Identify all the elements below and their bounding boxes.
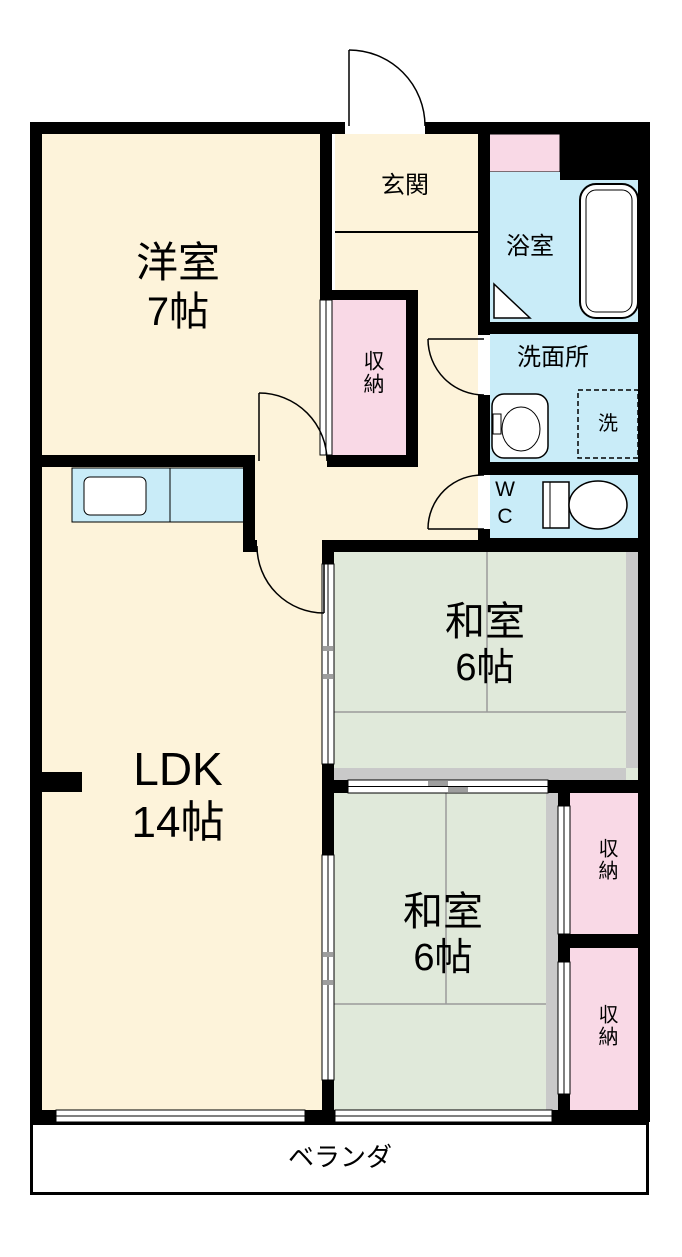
wall-stub [42,772,82,792]
wall-segment [406,290,418,467]
veranda-label: ベランダ [287,1142,392,1172]
fusuma-handle [448,787,468,792]
bathroom-label: 浴室 [506,233,554,260]
wall-segment [478,122,490,335]
toilet-bowl-icon [568,480,628,530]
hall-closet-label: 収納 [361,350,384,396]
wall-segment [243,540,257,552]
wall-segment [322,780,348,793]
room-name: 和室 [403,890,483,934]
western-room-floor [42,134,320,455]
fusuma-handle [323,674,333,679]
wall-segment [30,1110,56,1122]
tatami-edge-strip [334,768,626,780]
meter-box [481,133,561,173]
washroom-door-arc [427,338,485,396]
room-name: 洋室 [135,239,220,286]
wall-segment [478,395,490,475]
wall-segment [322,1080,334,1110]
room-size: 6帖 [455,647,515,689]
wall-segment [320,122,332,300]
japanese-room-upper-floor [334,552,638,780]
tatami-edge-strip [546,793,558,1110]
entrance-door-arc [348,49,426,127]
closet-lower-label: 収納 [595,1004,617,1048]
hall-closet-floor [332,300,406,455]
japanese-room-lower-label: 和室 6帖 [313,888,573,982]
fusuma-handle [428,781,448,786]
wall-segment [320,290,418,300]
fusuma-handle [323,646,333,651]
wall-segment [478,529,490,552]
ldk-floor [42,467,322,1110]
wall-segment [482,538,650,552]
pipe-space-block [560,122,650,180]
wall-segment [482,322,650,334]
entrance-label: 玄関 [381,172,429,199]
wall-segment [552,1110,650,1122]
toilet-tank-icon [542,481,570,529]
wall-segment [322,552,334,564]
laundry-label: 洗 [598,413,618,435]
room-size: 7帖 [146,290,210,335]
room-fills [42,133,638,1110]
wall-segment [30,455,255,467]
ldk-door-arc [256,545,325,614]
door-swings [256,49,485,614]
tatami-edge-strip [626,552,638,768]
wall-segment [558,934,650,948]
wall-segment [322,540,482,552]
openings [55,231,571,1123]
washbasin-tap-icon [492,413,502,435]
wc-label: W C [495,478,515,529]
wall-segment [548,780,650,793]
kitchen-sink-icon [83,476,147,516]
wall-segment [30,122,42,1122]
wall-segment [558,793,570,806]
wall-segment [558,1094,570,1110]
tatami-details [334,552,638,1110]
bathtub-inner-icon [585,189,633,313]
wc-door-arc [427,474,485,530]
washbasin-bowl-icon [501,406,541,452]
closet-upper-floor [570,793,638,934]
walls [30,122,650,1122]
bath-door-icon [493,282,532,319]
room-size: 14帖 [131,798,225,848]
wall-segment [558,948,570,962]
western-room-label: 洋室 7帖 [48,238,308,336]
room-name: 和室 [445,600,525,644]
fusuma-handle [323,952,333,957]
wall-segment [322,793,334,855]
fixtures [71,183,639,530]
closet-lower-floor [570,948,638,1110]
wall-segment [638,122,650,1122]
wall-segment [327,455,418,467]
wall-segment [305,1110,335,1122]
western-room-door-arc [258,392,328,462]
closet-upper-label: 収納 [595,838,617,882]
washroom-label: 洗面所 [517,344,589,371]
room-size: 6帖 [413,937,473,979]
room-name: LDK [133,743,223,795]
ldk-label: LDK 14帖 [48,742,308,850]
wall-segment [243,455,255,552]
wall-segment [482,462,650,475]
wall-segment [30,122,345,134]
japanese-room-upper-label: 和室 6帖 [355,598,615,692]
veranda-outline [30,1122,649,1195]
fusuma-handle [323,980,333,985]
